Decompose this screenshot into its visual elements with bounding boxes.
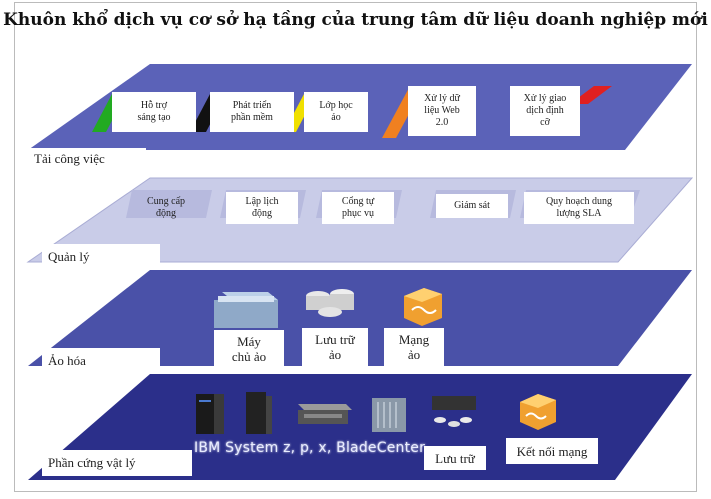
virtual-storage-icon <box>306 289 354 317</box>
layer-label-workload: Tải công việc <box>28 148 146 170</box>
mgmt-item-scheduling: Lập lịch động <box>226 192 298 224</box>
mgmt-item-self-service-portal: Cổng tự phục vụ <box>322 192 394 224</box>
phys-item-storage: Lưu trữ <box>424 446 486 470</box>
workload-item-creative-support: Hỗ trợ sáng tạo <box>112 92 196 132</box>
phys-item-networking: Kết nối mạng <box>506 438 598 464</box>
workload-item-transaction: Xử lý giao dịch định cỡ <box>510 86 580 136</box>
storage-array-icon <box>432 396 476 427</box>
mgmt-item-provisioning: Cung cấp động <box>146 196 186 219</box>
mgmt-item-monitoring: Giám sát <box>436 194 508 218</box>
layer-label-physical: Phần cứng vật lý <box>42 450 192 476</box>
virt-item-virtual-server: Máy chủ ảo <box>214 330 284 368</box>
blade-server-icon <box>372 398 406 432</box>
mgmt-item-capacity-planning: Quy hoạch dung lượng SLA <box>524 192 634 224</box>
blade-chassis-icon <box>298 404 352 424</box>
virtual-network-icon <box>404 288 442 326</box>
workload-item-virtual-classroom: Lớp học ảo <box>304 92 368 132</box>
virtualization-plane <box>28 270 692 366</box>
diagram-title: Khuôn khổ dịch vụ cơ sở hạ tầng của trun… <box>3 10 708 30</box>
stripe-red <box>570 86 612 104</box>
workload-item-software-dev: Phát triển phần mềm <box>210 92 294 132</box>
virt-item-virtual-network: Mạng ảo <box>384 328 444 366</box>
diagram-frame <box>14 2 697 492</box>
workload-item-web20: Xử lý dữ liệu Web 2.0 <box>408 86 476 136</box>
mainframe-icon <box>196 394 224 434</box>
virt-item-virtual-storage: Lưu trữ ảo <box>302 328 368 366</box>
server-rack-icon <box>246 392 272 434</box>
ibm-systems-label: IBM System z, p, x, BladeCenter <box>194 440 426 456</box>
virtual-server-icon <box>214 292 278 328</box>
network-switch-icon <box>520 394 556 430</box>
layer-label-management: Quản lý <box>42 244 160 270</box>
layer-label-virtualization: Ảo hóa <box>42 348 160 374</box>
